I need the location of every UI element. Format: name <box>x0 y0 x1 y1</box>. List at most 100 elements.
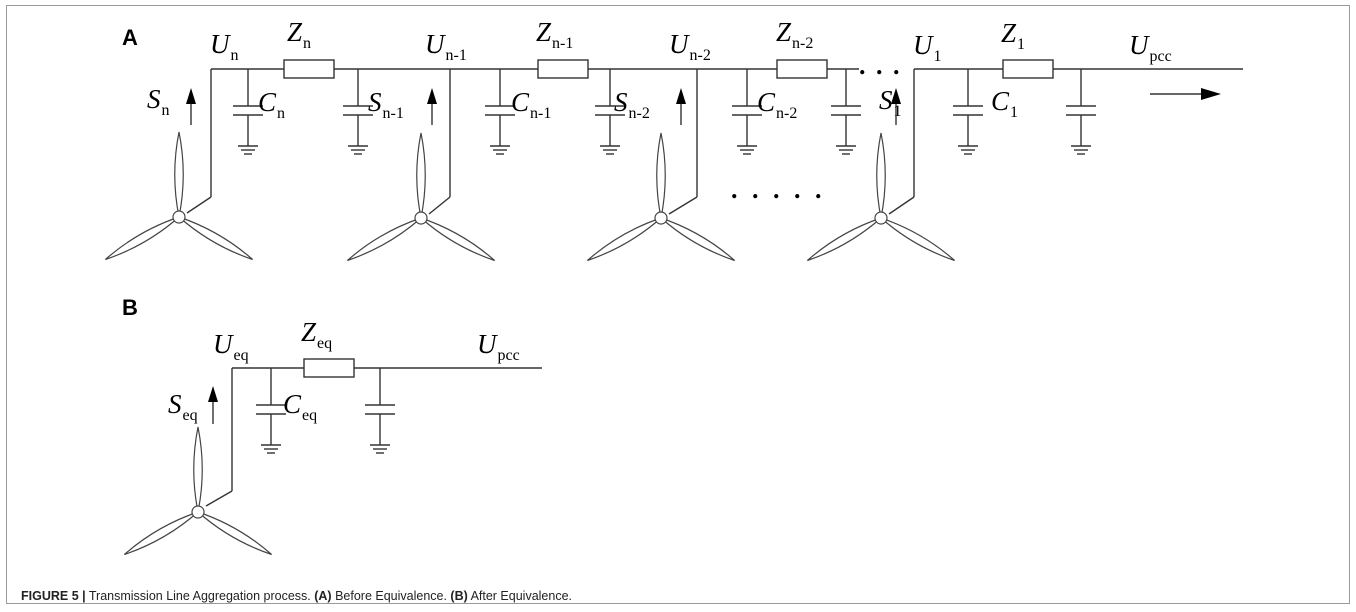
panel-a-unit-4-wind-turbine-hub <box>874 211 888 225</box>
panel-b-voltage-label-symbol: U <box>213 329 234 359</box>
panel-a-unit-4-wind-turbine-blade-3 <box>806 217 882 262</box>
panel-a-unit-4-voltage-label: U1 <box>913 30 942 65</box>
panel-a-unit-1-capacitance-label-subscript: n <box>277 105 285 122</box>
panel-a-unit-3-impedance-box <box>776 59 828 79</box>
caption-a-label: (A) <box>314 589 332 603</box>
panel-a-pcc-label: Upcc <box>1129 30 1172 65</box>
panel-a-unit-4-power-label: S1 <box>879 85 902 120</box>
panel-b-wind-turbine-hub <box>191 505 205 519</box>
panel-a-unit-4-impedance-label-subscript: 1 <box>1017 36 1025 53</box>
panel-a-unit-4-power-label-subscript: 1 <box>894 103 902 120</box>
caption-figure-label: FIGURE 5 | <box>21 589 86 603</box>
panel-a-unit-2-capacitance-label-subscript: n-1 <box>530 105 551 122</box>
panel-b-voltage-label: Ueq <box>213 329 249 364</box>
panel-a-unit-3-power-arrow-head <box>676 88 686 104</box>
panel-a-unit-1-wind-turbine-blade-3 <box>104 216 180 261</box>
panel-a-unit-3-capacitance-label-symbol: C <box>757 87 776 117</box>
panel-a-unit-4-impedance-label: Z1 <box>1001 18 1025 53</box>
panel-b-tie-slant <box>205 490 233 507</box>
panel-b-impedance-box <box>303 358 355 378</box>
panel-a-unit-2-power-label: Sn-1 <box>368 87 404 122</box>
panel-a-unit-2-impedance-box <box>537 59 589 79</box>
panel-a-unit-3-voltage-label-subscript: n-2 <box>690 47 711 64</box>
panel-a-unit-1-impedance-label-subscript: n <box>303 35 311 52</box>
caption-title: Transmission Line Aggregation process. <box>85 589 315 603</box>
panel-b-power-arrow-head <box>208 386 218 402</box>
panel-b-voltage-label-subscript: eq <box>234 347 249 364</box>
panel-a-unit-3-power-label-subscript: n-2 <box>629 105 650 122</box>
panel-a-unit-2-wind-turbine-blade-3 <box>346 217 422 262</box>
panel-a-unit-2-wind-turbine <box>346 132 496 262</box>
panel-a-pcc-label-symbol: U <box>1129 30 1150 60</box>
panel-a-unit-4-voltage-label-subscript: 1 <box>934 48 942 65</box>
panel-b-capacitance-label-symbol: C <box>283 389 302 419</box>
panel-a-unit-4-impedance-label-symbol: Z <box>1001 18 1017 48</box>
panel-b-pcc-label-symbol: U <box>477 329 498 359</box>
panel-a-unit-2-voltage-label-symbol: U <box>425 29 446 59</box>
panel-a-unit-2-wind-turbine-blade-2 <box>420 217 496 262</box>
panel-a-unit-1-voltage-label-subscript: n <box>231 47 239 64</box>
panel-a-pcc-label-subscript: pcc <box>1150 48 1172 65</box>
panel-b-wind-turbine-blade-3 <box>123 511 199 556</box>
panel-a-unit-1-power-label: Sn <box>147 84 170 119</box>
figure-caption: FIGURE 5 | Transmission Line Aggregation… <box>21 589 572 603</box>
panel-a-unit-4-wind-turbine-blade-1 <box>876 132 886 219</box>
panel-a-unit-1-tie-slant <box>186 196 212 214</box>
panel-a-unit-4-wind-turbine-blade-2 <box>880 217 956 262</box>
panel-b-impedance-label: Zeq <box>301 317 332 352</box>
panel-a-unit-3-wind-turbine <box>586 132 736 262</box>
panel-a-ellipsis-middle: . . . . . <box>731 175 826 204</box>
panel-a-unit-4-capacitance-label: C1 <box>991 86 1018 121</box>
panel-a-unit-4-wind-turbine <box>806 132 956 262</box>
panel-a-unit-1-power-label-symbol: S <box>147 84 161 114</box>
panel-a-unit-4-capacitance-label-symbol: C <box>991 86 1010 116</box>
panel-a-unit-2-impedance-label: Zn-1 <box>536 17 573 52</box>
panel-b-power-label: Seq <box>168 389 198 424</box>
panel-a-unit-2-impedance-label-symbol: Z <box>536 17 552 47</box>
panel-a-letter: A <box>122 25 138 50</box>
caption-b-text: After Equivalence. <box>467 589 573 603</box>
panel-b-power-label-symbol: S <box>168 389 182 419</box>
panel-a-unit-4-power-arrow-head <box>891 88 901 104</box>
panel-a-unit-2-wind-turbine-blade-1 <box>416 132 426 219</box>
panel-a-unit-2-wind-turbine-hub <box>414 211 428 225</box>
panel-a-unit-1-wind-turbine-blade-2 <box>178 216 254 261</box>
panel-a-unit-1-wind-turbine <box>104 131 254 261</box>
panel-a-unit-3-voltage-label-symbol: U <box>669 29 690 59</box>
panel-b-wind-turbine-blade-1 <box>193 426 203 513</box>
panel-a-unit-3-impedance-label-subscript: n-2 <box>792 35 813 52</box>
panel-a-unit-2-impedance-label-subscript: n-1 <box>552 35 573 52</box>
panel-a-unit-1-voltage-label-symbol: U <box>210 29 231 59</box>
panel-b-pcc-label-subscript: pcc <box>498 347 520 364</box>
panel-a-unit-1-impedance-label: Zn <box>287 17 311 52</box>
panel-a-unit-3-wind-turbine-blade-1 <box>656 132 666 219</box>
panel-a-ellipsis-top: . . . <box>859 51 902 80</box>
caption-b-label: (B) <box>450 589 468 603</box>
panel-a-unit-4-tie-slant <box>888 196 915 215</box>
panel-a-unit-1-capacitance-label: Cn <box>258 87 285 122</box>
panel-b-wind-turbine-blade-2 <box>197 511 273 556</box>
panel-a-unit-1-wind-turbine-hub <box>172 210 186 224</box>
panel-a-unit-2-capacitance-label-symbol: C <box>511 87 530 117</box>
panel-a-unit-1-impedance-label-symbol: Z <box>287 17 303 47</box>
panel-a-unit-1-impedance-box <box>283 59 335 79</box>
panel-a-unit-2-power-arrow-head <box>427 88 437 104</box>
panel-b-impedance-label-symbol: Z <box>301 317 317 347</box>
panel-a-unit-2-voltage-label-subscript: n-1 <box>446 47 467 64</box>
panel-a-unit-2-voltage-label: Un-1 <box>425 29 467 64</box>
panel-a-unit-3-voltage-label: Un-2 <box>669 29 711 64</box>
panel-a-unit-1-voltage-label: Un <box>210 29 239 64</box>
panel-a-unit-3-impedance-label-symbol: Z <box>776 17 792 47</box>
panel-a-output-arrow-head <box>1201 88 1221 100</box>
panel-a-unit-2-power-label-symbol: S <box>368 87 382 117</box>
panel-a-unit-1-wind-turbine-blade-1 <box>174 131 184 218</box>
panel-a-unit-3-wind-turbine-blade-3 <box>586 217 662 262</box>
panel-a-unit-3-power-label-symbol: S <box>614 87 628 117</box>
panel-a-unit-3-capacitance-label-subscript: n-2 <box>776 105 797 122</box>
panel-b-capacitance-label: Ceq <box>283 389 317 424</box>
panel-a-unit-1-capacitance-label-symbol: C <box>258 87 277 117</box>
panel-b-wind-turbine <box>123 426 273 556</box>
panel-a-unit-4-voltage-label-symbol: U <box>913 30 934 60</box>
